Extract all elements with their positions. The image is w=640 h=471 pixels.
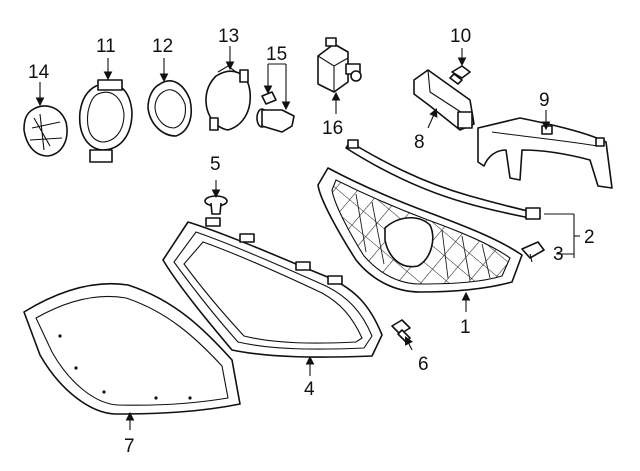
part-15-fasteners [256, 91, 295, 133]
callout-9: 9 [539, 90, 550, 111]
callout-numbers: 1 2 3 4 5 6 7 8 9 10 11 12 13 14 15 16 [28, 26, 595, 457]
part-11-housing [78, 79, 133, 163]
part-10-bolt [449, 65, 471, 85]
callout-11: 11 [96, 36, 116, 57]
part-12-ring [147, 80, 192, 137]
part-4-surround [162, 217, 383, 358]
callout-10: 10 [450, 26, 471, 47]
part-1-grille [317, 167, 523, 293]
part-14-emblem [23, 105, 68, 157]
part-3-clip [521, 241, 545, 263]
callout-5: 5 [210, 154, 221, 175]
callout-15: 15 [266, 44, 287, 65]
part-13-cover [205, 65, 252, 131]
callout-1: 1 [460, 317, 471, 338]
part-8-bracket [413, 69, 475, 131]
callout-8: 8 [414, 132, 425, 153]
callout-14: 14 [28, 62, 50, 83]
part-16-sensor [317, 37, 362, 93]
part-5-pin [204, 195, 228, 215]
callout-7: 7 [124, 436, 135, 457]
leader-lines [35, 46, 580, 430]
part-6-screw [391, 319, 411, 343]
callout-2: 2 [584, 227, 595, 248]
callout-6: 6 [418, 354, 429, 375]
callout-12: 12 [152, 36, 173, 57]
callout-13: 13 [218, 26, 239, 47]
part-9-upper-bracket [477, 117, 613, 189]
part-7-bezel [23, 282, 241, 415]
callout-3: 3 [553, 244, 564, 265]
callout-16: 16 [322, 118, 343, 139]
callout-4: 4 [304, 379, 315, 400]
part-2-molding [345, 139, 541, 220]
